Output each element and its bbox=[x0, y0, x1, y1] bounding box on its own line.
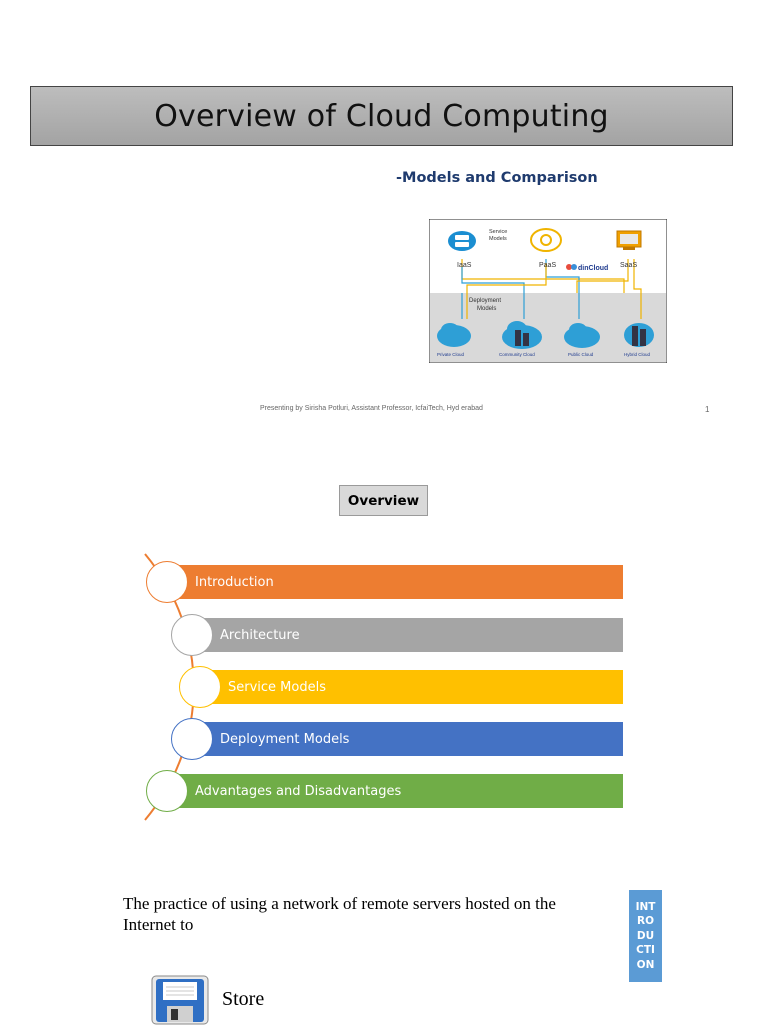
saas-monitor-icon bbox=[616, 230, 642, 250]
timeline-node bbox=[171, 718, 213, 760]
slide-subtitle: -Models and Comparison bbox=[396, 170, 598, 186]
cloud-models-diagram: Service Models IaaS PaaS SaaS dinCloud D… bbox=[429, 219, 667, 363]
community-cloud-icon bbox=[502, 321, 542, 349]
badge-line: RO bbox=[636, 915, 654, 928]
footer-presenter: Presenting by Sirisha Potluri, Assistant… bbox=[260, 405, 483, 412]
introduction-badge: INT RO DU CTI ON bbox=[629, 890, 662, 982]
badge-line: ON bbox=[636, 958, 655, 971]
diagram-saas-label: SaaS bbox=[620, 262, 637, 269]
overview-item-advantages: Advantages and Disadvantages bbox=[166, 774, 623, 808]
overview-item-introduction: Introduction bbox=[166, 565, 623, 599]
diagram-public-cloud-label: Public Cloud bbox=[568, 352, 594, 357]
overview-heading: Overview bbox=[339, 485, 428, 516]
timeline-node bbox=[179, 666, 221, 708]
overview-item-deployment-models: Deployment Models bbox=[192, 722, 623, 756]
introduction-text: The practice of using a network of remot… bbox=[123, 894, 556, 934]
diagram-paas-label: PaaS bbox=[539, 262, 556, 269]
public-cloud-icon bbox=[564, 323, 600, 348]
floppy-disk-icon bbox=[151, 975, 209, 1025]
svg-text:dinCloud: dinCloud bbox=[578, 265, 608, 272]
svg-text:Models: Models bbox=[489, 236, 507, 242]
slide-title-bar: Overview of Cloud Computing bbox=[30, 86, 733, 146]
svg-text:Models: Models bbox=[477, 306, 496, 312]
timeline-node bbox=[171, 614, 213, 656]
diagram-hybrid-cloud-label: Hybrid Cloud bbox=[624, 352, 651, 357]
diagram-iaas-label: IaaS bbox=[457, 262, 472, 269]
iaas-server-cloud-icon bbox=[448, 231, 476, 251]
overview-item-service-models: Service Models bbox=[200, 670, 623, 704]
badge-line: DU bbox=[636, 929, 655, 942]
overview-item-label: Introduction bbox=[195, 574, 274, 590]
timeline-node bbox=[146, 770, 188, 812]
store-label: Store bbox=[222, 988, 265, 1010]
diagram-deployment-models-label: Deployment bbox=[469, 298, 501, 304]
diagram-community-cloud-label: Community Cloud bbox=[499, 352, 535, 357]
dincloud-logo: dinCloud bbox=[566, 264, 608, 272]
footer-page-number: 1 bbox=[705, 405, 710, 414]
paas-gear-cloud-icon bbox=[530, 228, 562, 252]
diagram-service-models-label: Service bbox=[489, 229, 507, 235]
overview-item-architecture: Architecture bbox=[192, 618, 623, 652]
hybrid-cloud-icon bbox=[624, 323, 654, 347]
badge-line: INT bbox=[635, 900, 656, 913]
overview-item-label: Deployment Models bbox=[220, 731, 350, 747]
overview-item-label: Architecture bbox=[220, 627, 300, 643]
private-cloud-icon bbox=[437, 323, 471, 347]
timeline-node bbox=[146, 561, 188, 603]
overview-item-label: Service Models bbox=[228, 679, 326, 695]
diagram-private-cloud-label: Private Cloud bbox=[437, 352, 465, 357]
overview-item-label: Advantages and Disadvantages bbox=[195, 783, 402, 799]
slide-title: Overview of Cloud Computing bbox=[154, 98, 609, 134]
badge-line: CTI bbox=[636, 944, 655, 957]
